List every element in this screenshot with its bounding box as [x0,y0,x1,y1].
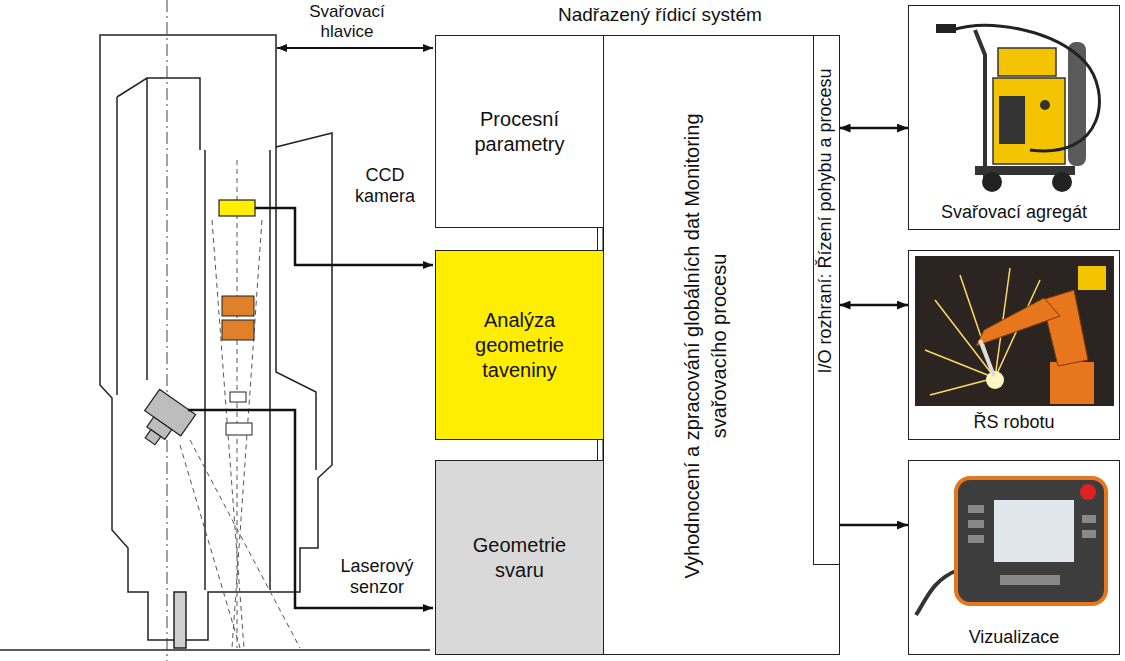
connector-line [603,228,605,250]
pendant-key [968,520,984,528]
head-link-arrow [277,47,433,49]
light-path [180,160,300,648]
cart-handle [975,30,985,185]
heading-anchor: Nadřazený řídicí systém [558,4,762,27]
laser-ray [190,440,300,648]
laser-sensor [132,389,196,454]
device-caption: Svařovací agregát [937,202,1091,224]
welding-head [100,35,332,648]
process-box: Analýza geometrie taveniny [435,250,604,440]
cart-wheel [1052,172,1072,192]
device-box: Vizualizace [908,460,1120,655]
pendant-key [1082,530,1096,538]
system-function-label: Vyhodnocení a zpracování globálních dat … [679,111,733,581]
torch-gun [936,24,956,33]
io-interface-band: I/O rozhraní: Řízení pohybu a procesu [813,35,840,565]
label-anchor: Laserový senzor [322,556,432,597]
torch-cable [952,25,1099,151]
center-line [167,0,168,661]
system-heading: Nadřazený řídicí systém [558,4,762,27]
process-box: Procesní parametry [435,35,604,228]
robot-lower-arm [1042,290,1088,366]
cart-wheel [982,172,1002,192]
head-housing [100,35,332,640]
knob [1040,100,1050,110]
ground-line [0,649,430,651]
band-label: I/O rozhraní: Řízení pohybu a procesu [816,68,836,373]
device-box: ŘS robotu [908,250,1120,440]
optic-element [222,320,254,340]
pendant-screen [994,500,1074,562]
label-anchor: CCD kamera [335,165,435,206]
laser-ray [180,445,240,648]
robot-picture [915,256,1114,406]
pendant-key [968,535,984,543]
connector-line [603,440,605,460]
sparks [925,268,1040,395]
box-label: Analýza geometrie taveniny [436,308,603,383]
light-ray [237,160,238,648]
part-label: CCD kamera [335,165,435,206]
laser-signal-line [188,410,433,608]
robot-upper-arm [976,298,1060,346]
pendant-key [1082,515,1096,523]
welding-unit-picture [936,24,1099,192]
spark [930,378,995,395]
ccd-camera [219,200,255,216]
connector-arrow [840,127,909,130]
device-caption: ŘS robotu [969,412,1058,434]
pendant-key [1000,575,1060,585]
wire-feeder [998,48,1056,76]
emergency-stop [1080,484,1096,500]
process-box: Geometrie svaru [435,460,604,655]
head-inner-panel [117,78,200,395]
connector-arrow [840,524,909,527]
pendant-body [956,478,1106,604]
label-anchor: Svařovací hlavice [292,2,402,41]
connector-arrow [840,304,909,307]
front-panel [999,96,1025,144]
pendant-picture [916,478,1106,615]
robot-base [1050,362,1094,404]
control-system-box: Nadřazený řídicí systémVyhodnocení a zpr… [597,35,840,655]
ccd-signal-line [255,208,433,265]
part-label: Laserový senzor [322,556,432,597]
part-label: Svařovací hlavice [292,2,402,41]
optic-element [226,423,252,435]
optic-element [230,392,246,402]
box-label: Procesní parametry [436,107,603,157]
optic-element [222,296,254,316]
pendant-key [968,505,984,513]
box-label: Geometrie svaru [436,533,603,583]
torch-wire [174,592,186,648]
device-caption: Vizualizace [965,627,1064,649]
robot-torch [980,340,994,376]
photo-ground [915,256,1114,406]
device-box: Svařovací agregát [908,5,1120,230]
robot-feeder [1078,266,1106,290]
pendant-cable [916,570,958,615]
sensor-tip [145,430,161,445]
